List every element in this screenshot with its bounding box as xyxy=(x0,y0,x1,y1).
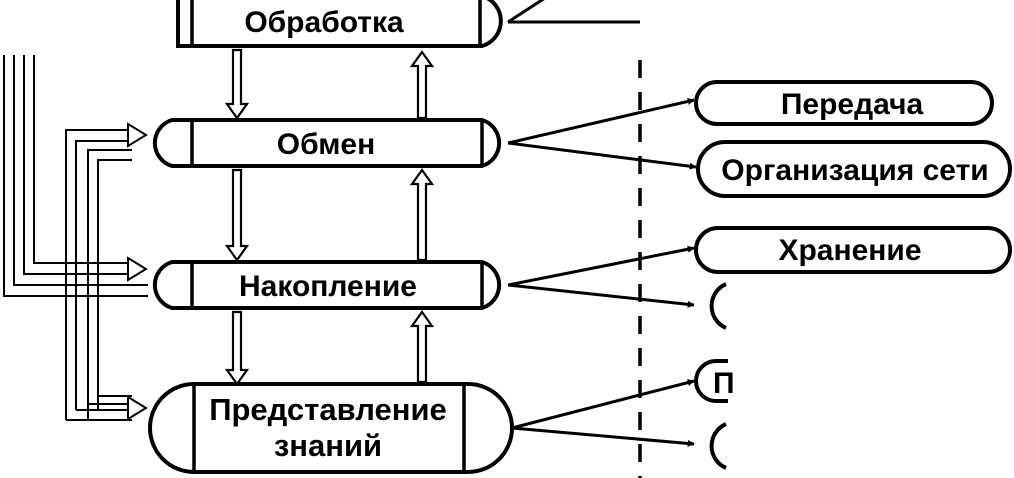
hollow-arrow-up-exchange-processing xyxy=(409,50,435,120)
node-accumulation: Накопление xyxy=(152,260,502,310)
left-feedback-lines xyxy=(3,55,148,421)
node-processing-label: Обработка xyxy=(244,6,404,39)
node-networking: Организация сети xyxy=(696,140,1012,198)
node-exchange-label: Обмен xyxy=(277,128,375,161)
node-knowledge-label-line1: Представление xyxy=(209,392,447,427)
node-transmission-label: Передача xyxy=(781,88,924,121)
hollow-arrow-up-accumulation-exchange xyxy=(409,168,435,262)
node-knowledge-label-line2: знаний xyxy=(274,428,382,463)
node-partial-accumulation-second xyxy=(709,282,727,330)
hollow-arrow-up-knowledge-accumulation xyxy=(409,310,435,384)
hollow-arrow-down-accumulation-knowledge xyxy=(224,310,250,386)
node-storage: Хранение xyxy=(694,226,1012,274)
node-networking-label: Организация сети xyxy=(721,154,988,187)
node-exchange: Обмен xyxy=(152,118,502,168)
left-input-arrowheads xyxy=(127,122,148,421)
node-partial-p-label: П xyxy=(713,367,735,400)
hollow-arrow-down-processing-exchange xyxy=(224,48,250,120)
output-arrows xyxy=(507,98,697,447)
node-partial-p: П xyxy=(694,359,735,403)
node-processing: Обработка xyxy=(176,0,503,48)
node-partial-knowledge-second xyxy=(709,422,727,470)
hollow-arrow-down-exchange-accumulation xyxy=(224,168,250,262)
node-accumulation-label: Накопление xyxy=(239,270,417,303)
processing-output-line xyxy=(507,0,640,24)
node-storage-label: Хранение xyxy=(778,234,921,267)
node-transmission: Передача xyxy=(694,80,994,126)
node-knowledge-representation: Представление знаний xyxy=(148,382,514,474)
